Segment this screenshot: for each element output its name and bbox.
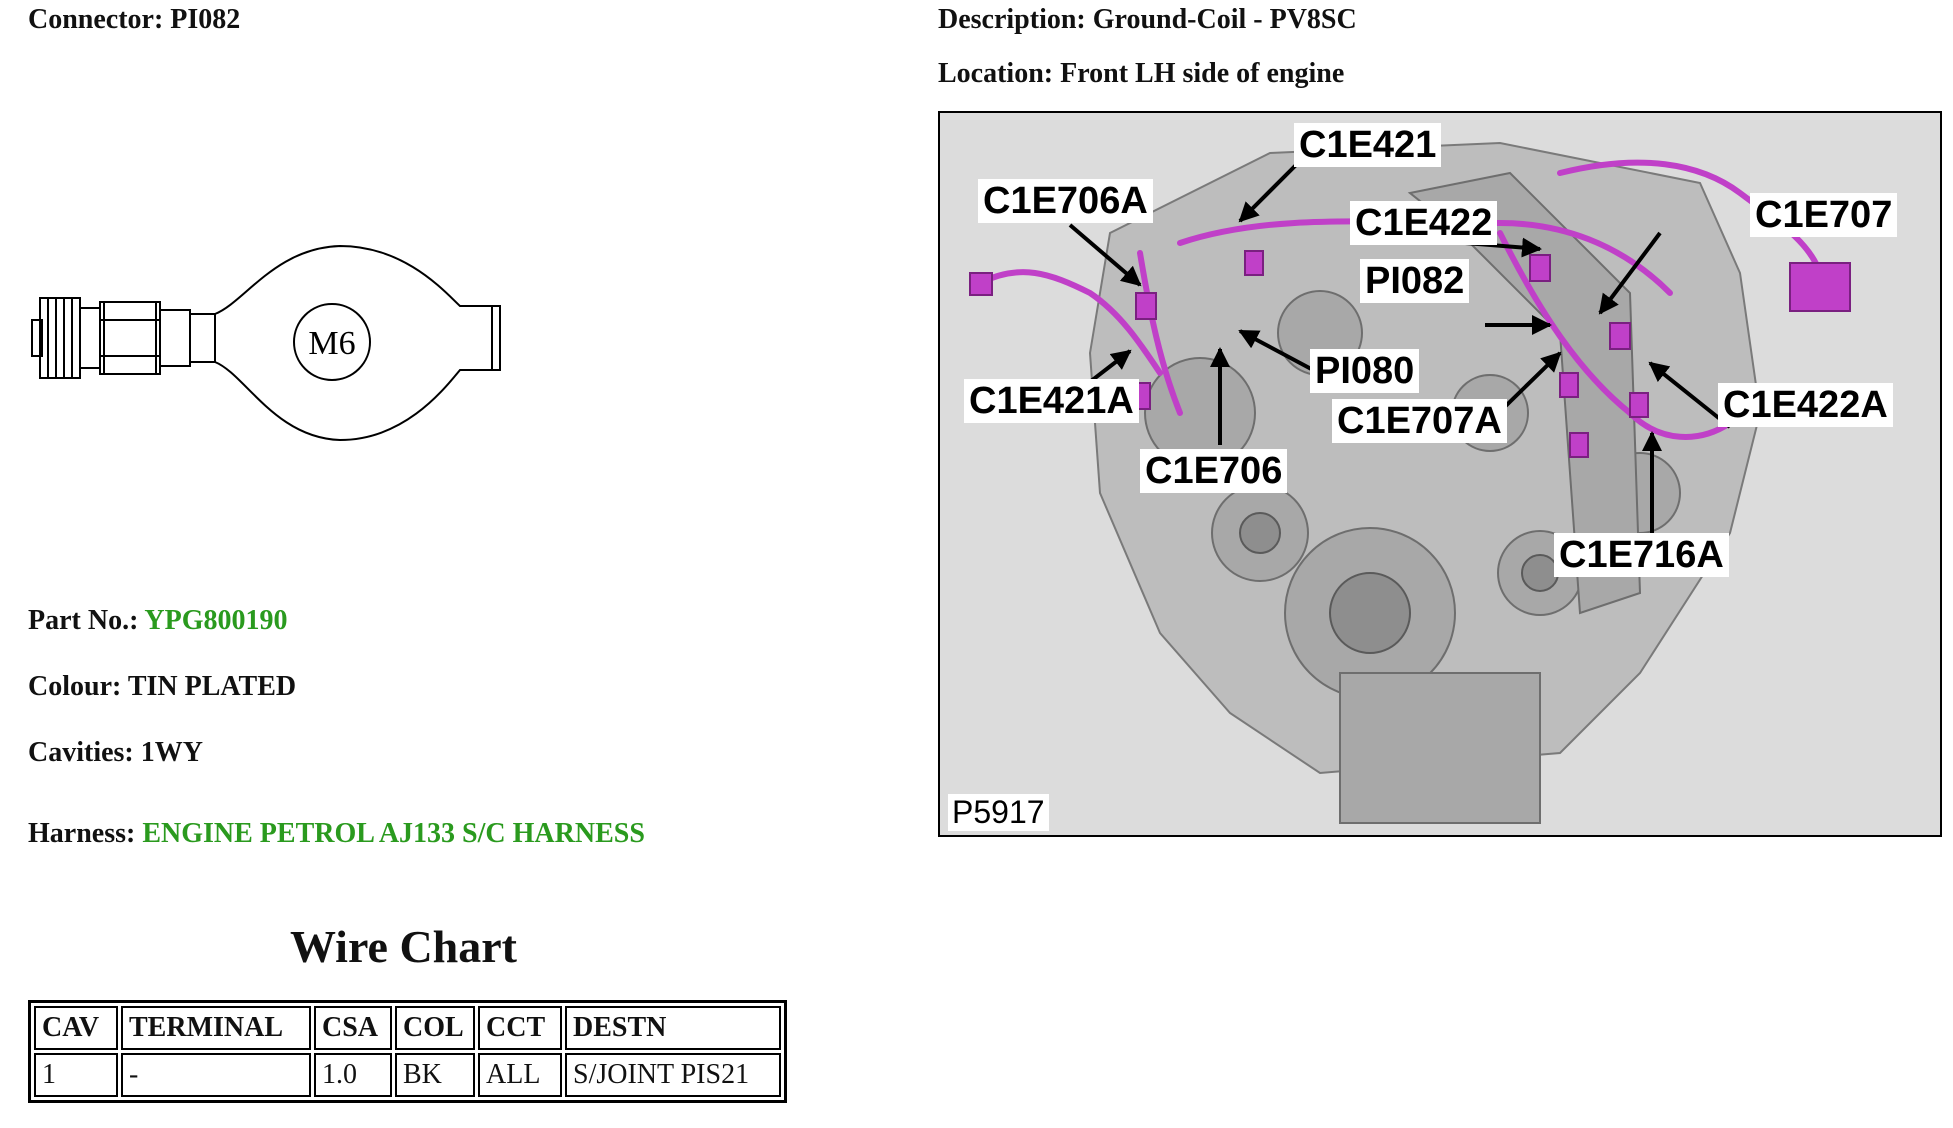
col-header-cav: CAV <box>34 1006 118 1050</box>
callout-c1e707a: C1E707A <box>1332 399 1507 443</box>
ring-terminal-drawing: M6 <box>31 244 501 442</box>
col-header-destn: DESTN <box>565 1006 781 1050</box>
wire-chart-title: Wire Chart <box>290 921 517 972</box>
table-row: 1 - 1.0 BK ALL S/JOINT PIS21 <box>34 1053 781 1097</box>
colour-value: TIN PLATED <box>127 671 297 702</box>
description-label: Description: <box>938 4 1086 35</box>
cavities-field: Cavities: 1WY <box>28 737 203 769</box>
connector-label: Connector: <box>28 4 164 35</box>
description-field: Description: Ground-Coil - PV8SC <box>938 4 1357 36</box>
connector-value: PI082 <box>170 4 241 35</box>
col-header-csa: CSA <box>314 1006 392 1050</box>
wire-chart-table: CAV TERMINAL CSA COL CCT DESTN 1 - 1.0 B… <box>28 1000 787 1103</box>
location-value: Front LH side of engine <box>1060 58 1345 89</box>
engine-location-figure: C1E421 C1E706A C1E422 C1E707 PI082 PI080… <box>938 111 1942 837</box>
callout-c1e422: C1E422 <box>1350 201 1498 245</box>
cell-destn: S/JOINT PIS21 <box>565 1053 781 1097</box>
colour-field: Colour: TIN PLATED <box>28 671 296 703</box>
callout-pi080: PI080 <box>1310 349 1420 393</box>
callout-c1e422a: C1E422A <box>1718 383 1893 427</box>
cell-cct: ALL <box>478 1053 562 1097</box>
part-no-link[interactable]: YPG800190 <box>144 605 288 636</box>
part-no-field: Part No.: YPG800190 <box>28 605 287 637</box>
cavities-label: Cavities: <box>28 737 134 768</box>
callout-c1e707: C1E707 <box>1750 193 1898 237</box>
callout-c1e716a: C1E716A <box>1554 533 1729 577</box>
connector-field: Connector: PI082 <box>28 4 240 36</box>
wire-chart-header-row: CAV TERMINAL CSA COL CCT DESTN <box>34 1006 781 1050</box>
stud-size-label: M6 <box>308 325 355 362</box>
location-label: Location: <box>938 58 1054 89</box>
colour-label: Colour: <box>28 671 122 702</box>
cell-cav: 1 <box>34 1053 118 1097</box>
cell-col: BK <box>395 1053 475 1097</box>
col-header-col: COL <box>395 1006 475 1050</box>
col-header-terminal: TERMINAL <box>121 1006 311 1050</box>
engine-illustration <box>969 141 1851 824</box>
col-header-cct: CCT <box>478 1006 562 1050</box>
figure-id-label: P5917 <box>948 794 1049 831</box>
callout-c1e421: C1E421 <box>1294 123 1442 167</box>
harness-field: Harness: ENGINE PETROL AJ133 S/C HARNESS <box>28 818 645 850</box>
description-value: Ground-Coil - PV8SC <box>1092 4 1357 35</box>
callout-c1e706: C1E706 <box>1140 449 1288 493</box>
callout-pi082: PI082 <box>1360 259 1470 303</box>
callout-c1e706a: C1E706A <box>978 179 1153 223</box>
location-field: Location: Front LH side of engine <box>938 58 1344 90</box>
harness-link[interactable]: ENGINE PETROL AJ133 S/C HARNESS <box>142 818 645 849</box>
cell-csa: 1.0 <box>314 1053 392 1097</box>
harness-label: Harness: <box>28 818 136 849</box>
part-no-label: Part No.: <box>28 605 139 636</box>
callout-c1e421a: C1E421A <box>964 379 1139 423</box>
cavities-value: 1WY <box>140 737 203 768</box>
cell-terminal: - <box>121 1053 311 1097</box>
